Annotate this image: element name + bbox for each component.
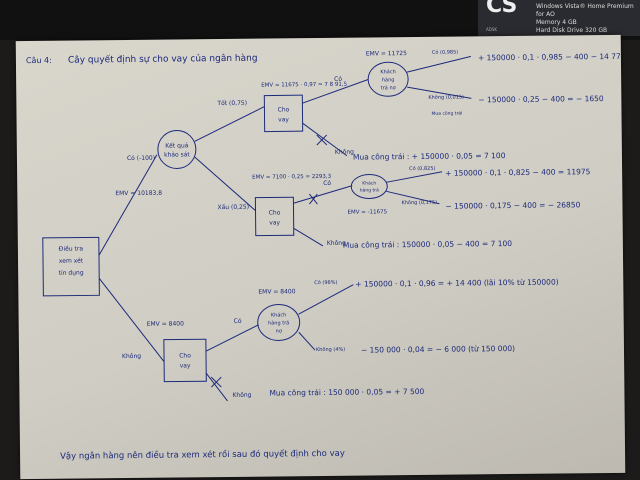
branch-label: Không: [335, 149, 354, 156]
branch-label: Có (0,825): [409, 165, 435, 172]
branch-label: Có (96%): [314, 279, 337, 286]
payoff-formula: − 150000 · 0,25 − 400 = − 1650: [478, 94, 604, 104]
payoff-formula: Mua công trái : + 150000 · 0,05 = 7 100: [353, 151, 506, 162]
repay-mid-label: hàng trả: [360, 186, 379, 193]
root-label-line: xem xét: [59, 257, 84, 264]
branch-line: [205, 324, 259, 352]
page-title: Cây quyết định sự cho vay của ngân hàng: [68, 53, 258, 66]
branch-label: Không: [327, 240, 346, 247]
branch-label: Có: [323, 180, 331, 187]
repay-top-label: hàng: [382, 76, 395, 83]
sticker-logo: CS: [486, 0, 517, 18]
payoff-formula: + 150000 · 0,1 · 0,985 − 400 − 14 775: [478, 52, 625, 63]
lend-top-label: vay: [278, 116, 289, 123]
spec-line: Memory 4 GB: [536, 19, 577, 26]
branch-label: Có: [334, 76, 342, 83]
branch-line: [194, 106, 265, 142]
emv-label: EMV = 11675 · 0,97 = 7 8 91,5: [261, 82, 347, 89]
result-chance-node: [157, 129, 197, 169]
cross-mark: [210, 376, 222, 388]
emv-label: EMV = 7100 · 0,25 = 2293,3: [252, 174, 331, 181]
repay-bottom-chance-node: [257, 303, 301, 341]
branch-label: Có (-100): [127, 155, 155, 162]
branch-line: [194, 156, 256, 212]
branch-line: [298, 284, 354, 315]
root-decision-box: [42, 236, 100, 297]
branch-line: [407, 86, 472, 99]
branch-label: Có: [234, 318, 242, 325]
lend-mid-label: Cho: [269, 209, 281, 216]
emv-label: EMV = -11675: [348, 209, 388, 215]
payoff-formula: Mua công trái : 150 000 · 0,05 = + 7 500: [269, 387, 424, 398]
branch-line: [302, 122, 348, 157]
lend-top-label: Cho: [278, 106, 290, 113]
payoff-formula: + 150000 · 0,1 · 0,825 − 400 = 11975: [445, 167, 591, 178]
emv-label: EMV = 11725: [366, 50, 407, 57]
branch-label: Không: [232, 392, 251, 399]
lend-mid-box: [254, 196, 295, 237]
emv-label: EMV = 8400: [258, 288, 295, 295]
branch-line: [98, 278, 165, 362]
repay-top-label: Khách: [380, 68, 396, 75]
payoff-formula: Mua công trái : 150000 · 0,05 − 400 = 7 …: [343, 239, 512, 250]
conclusion-text: Vậy ngân hàng nên điều tra xem xét rồi s…: [60, 448, 345, 462]
branch-label: Không (0,015): [428, 93, 464, 100]
repay-bottom-label: hàng trả: [268, 319, 289, 326]
spec-line: Hard Disk Drive 320 GB: [536, 27, 608, 34]
branch-line: [293, 227, 324, 247]
result-label-line: Kết quả: [165, 142, 189, 149]
payoff-formula: − 150 000 · 0,04 = − 6 000 (từ 150 000): [361, 344, 515, 355]
branch-line: [205, 372, 228, 402]
branch-line: [98, 154, 158, 256]
lend-bottom-box: [163, 338, 207, 383]
branch-label: Không: [122, 353, 141, 360]
branch-line: [298, 331, 316, 351]
sticker-specs: Windows Vista® Home Premium for AO Memor…: [536, 3, 636, 35]
branch-line: [386, 171, 443, 183]
branch-label: Không (4%): [316, 346, 345, 353]
question-label: Câu 4:: [26, 56, 52, 65]
emv-label: EMV = 8400: [147, 320, 184, 327]
decision-tree: Câu 4: Cây quyết định sự cho vay của ngâ…: [26, 49, 625, 462]
repay-top-chance-node: [367, 61, 409, 97]
branch-label: Có (0,985): [432, 49, 458, 56]
cross-mark: [316, 134, 328, 146]
repay-mid-chance-node: [350, 173, 388, 199]
branch-line: [386, 190, 440, 205]
spec-sticker: CS ADSK Windows Vista® Home Premium for …: [478, 0, 640, 36]
branch-label: Tốt (0,75): [216, 100, 247, 107]
branch-line: [293, 185, 353, 204]
branch-label: Xấu (0,25): [217, 204, 249, 211]
repay-mid-label: Khách: [362, 179, 376, 186]
branch-line: [302, 79, 369, 104]
lend-bottom-label: vay: [180, 362, 191, 369]
result-label-line: khảo sát: [164, 151, 190, 158]
lend-top-box: [263, 94, 304, 133]
sticker-sub: ADSK: [486, 27, 497, 32]
paper-sheet: Câu 4: Cây quyết định sự cho vay của ngâ…: [15, 34, 626, 480]
cross-mark: [309, 193, 318, 205]
root-label-line: tín dụng: [59, 269, 84, 276]
repay-bottom-label: Khách: [271, 311, 287, 318]
branch-label: Không (0,175): [401, 199, 437, 206]
lend-bottom-label: Cho: [179, 352, 191, 359]
spec-line: Windows Vista® Home Premium for AO: [536, 3, 634, 18]
repay-bottom-label: nợ: [276, 328, 283, 334]
lend-mid-label: vay: [269, 219, 280, 226]
repay-top-label: trả nợ: [381, 84, 397, 91]
payoff-formula: − 150000 · 0,175 − 400 = − 26850: [445, 200, 580, 210]
payoff-formula: + 150000 · 0,1 · 0,96 = + 14 400 (lãi 10…: [355, 278, 558, 289]
emv-label: EMV = 10183,8: [115, 190, 162, 197]
payoff-note: Mua công trái: [431, 110, 462, 117]
root-label-line: Điều tra: [59, 244, 84, 252]
branch-line: [406, 55, 472, 73]
